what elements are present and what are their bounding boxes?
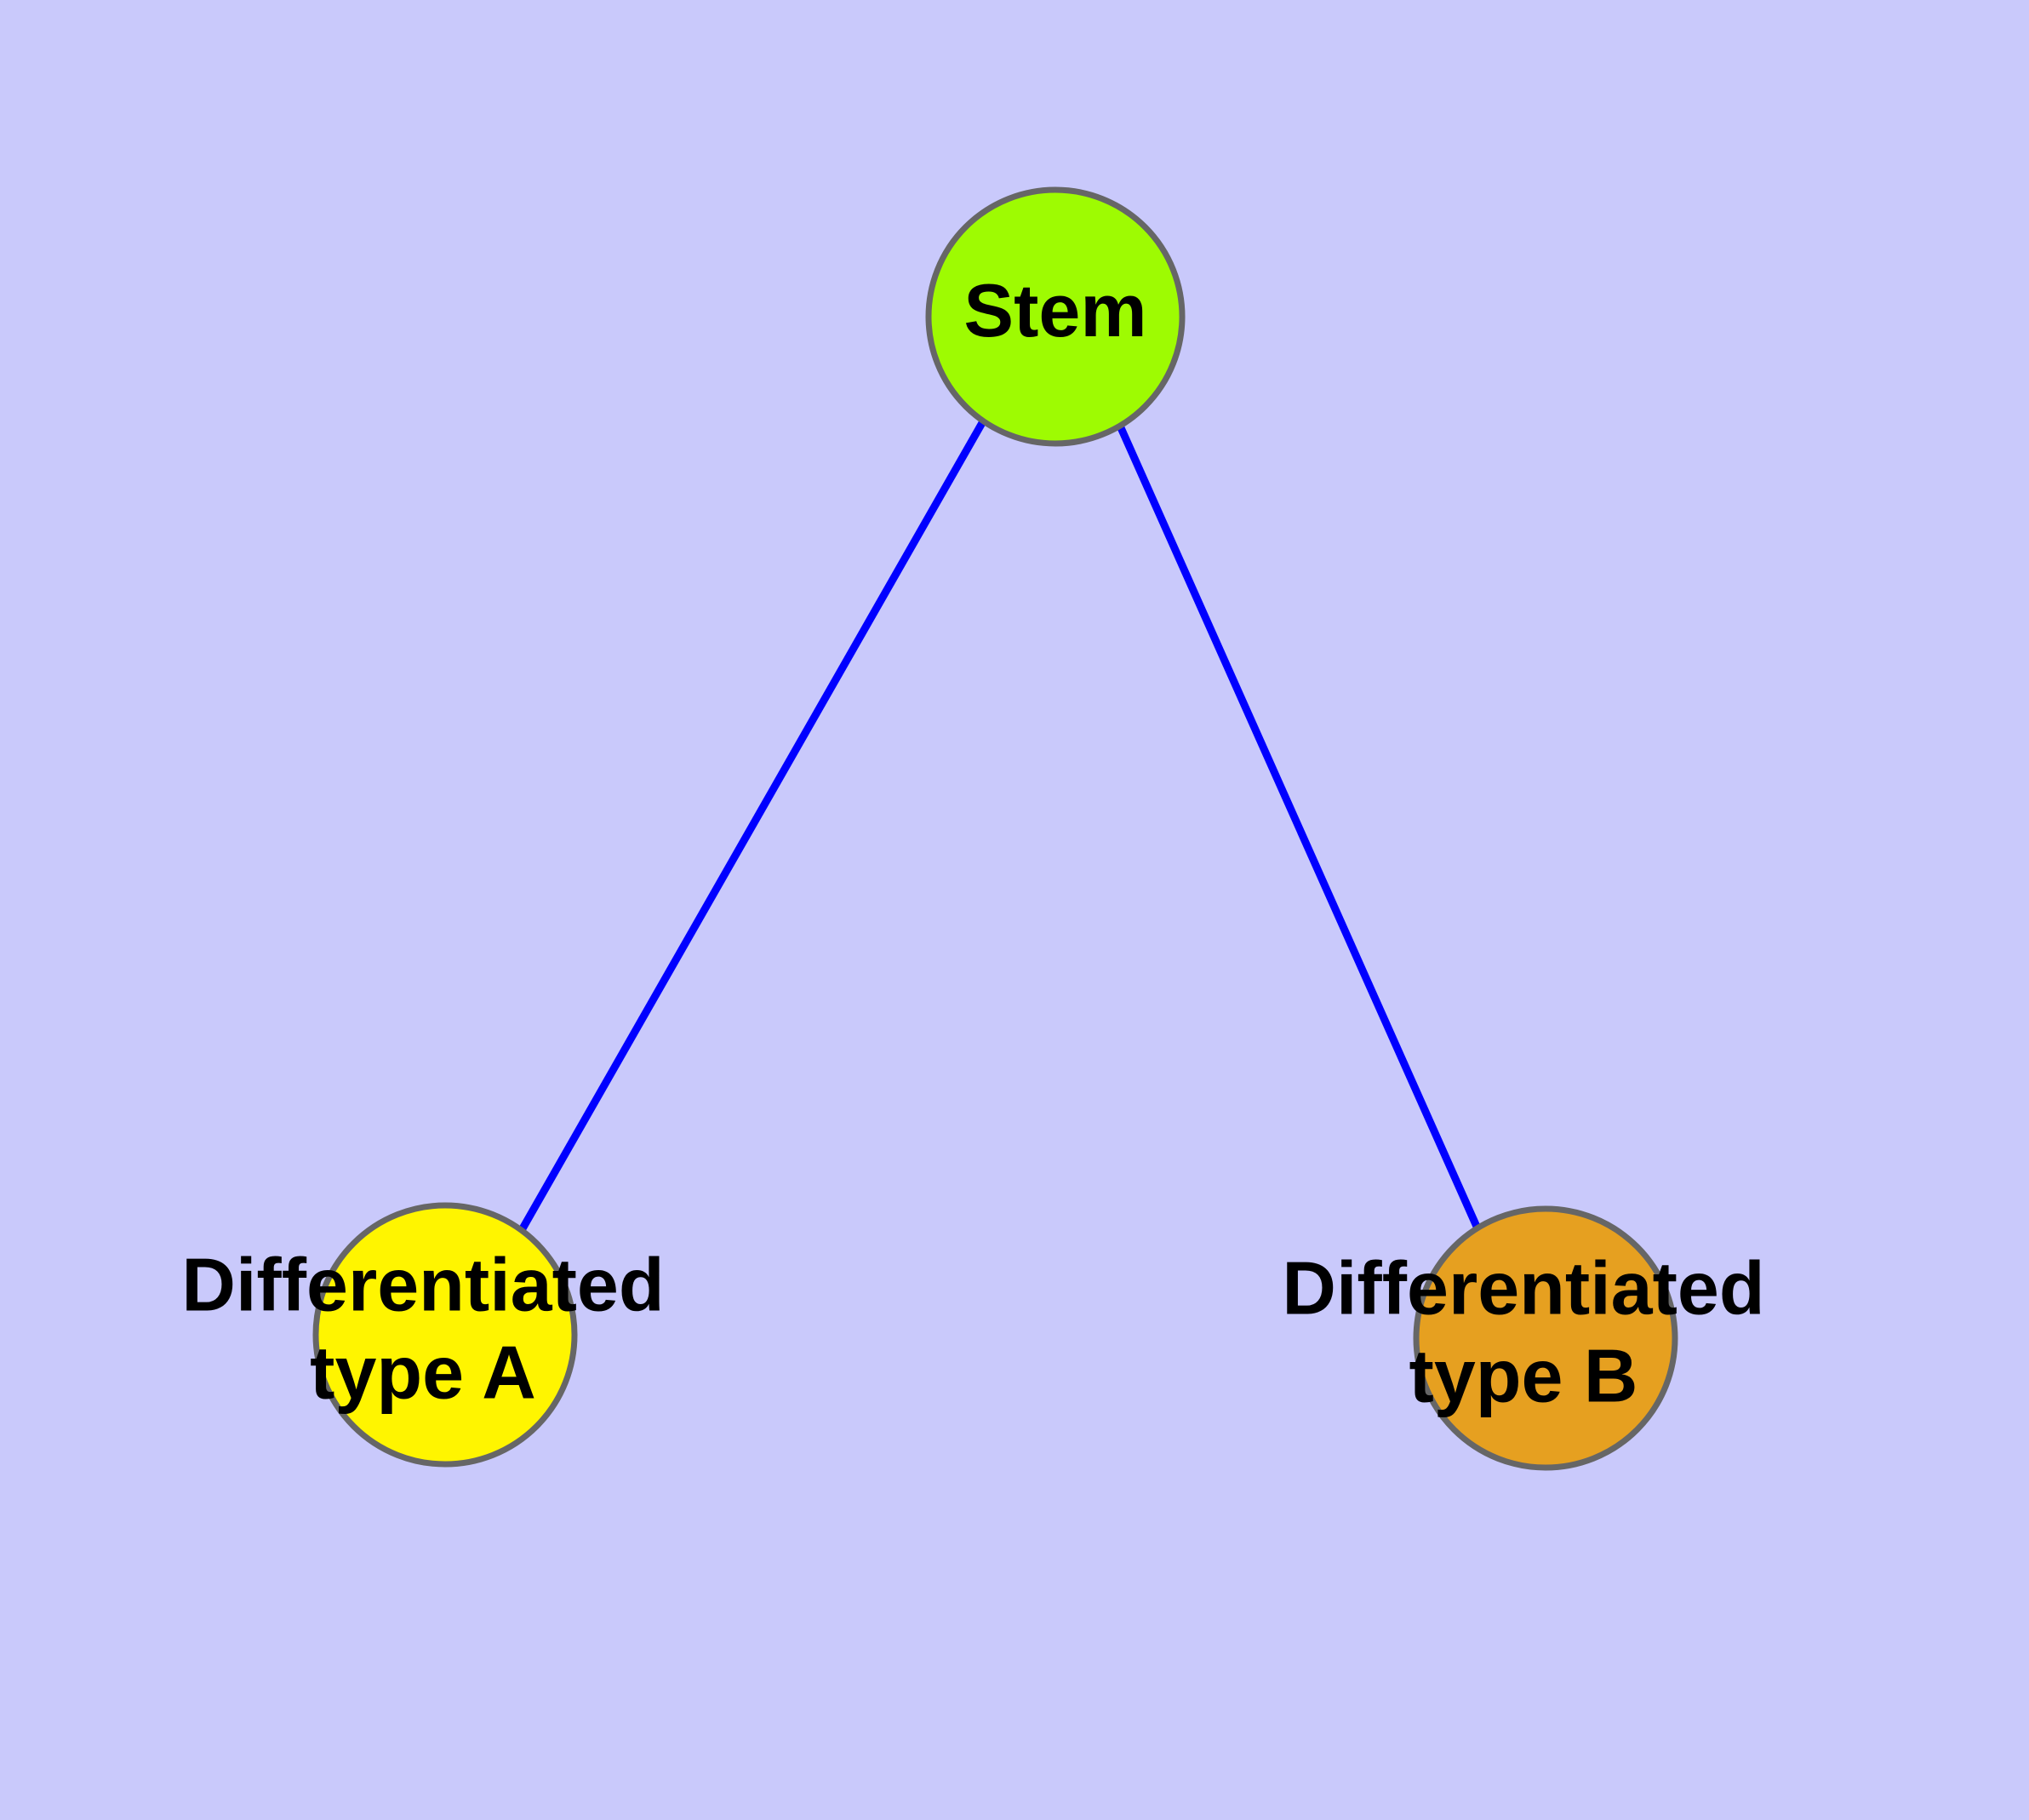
node-label-line-1: Differentiated: [1282, 1246, 1764, 1331]
node-diff_b[interactable]: [1413, 1205, 1678, 1471]
node-label-line-1: Differentiated: [181, 1243, 664, 1327]
nodes-layer: [312, 186, 1678, 1471]
node-label-line-2: type A: [310, 1331, 536, 1415]
edge-stem-to-diff_a[interactable]: [518, 419, 986, 1233]
node-diff_a[interactable]: [312, 1202, 578, 1468]
edge-stem-to-diff_b[interactable]: [1115, 422, 1482, 1230]
edges-layer: [518, 419, 1482, 1233]
node-label-stem: Stem: [963, 268, 1146, 352]
node-label-line-2: type B: [1409, 1334, 1638, 1418]
node-label-line-1: Stem: [963, 268, 1146, 352]
node-stem[interactable]: [925, 186, 1186, 447]
